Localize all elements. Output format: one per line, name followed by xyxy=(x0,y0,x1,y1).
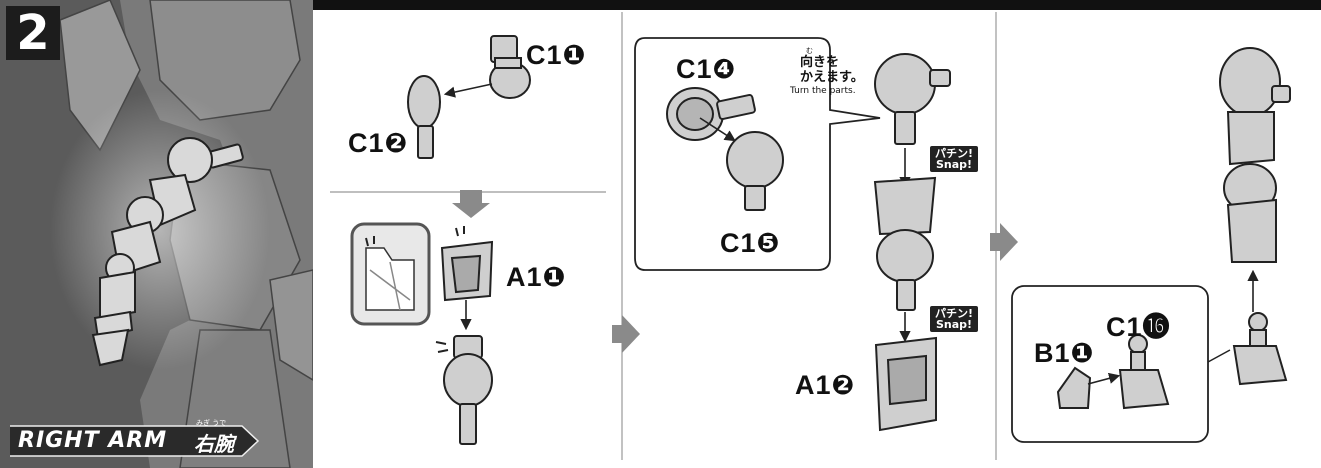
part-label-a1-1: A1❶ xyxy=(506,262,567,292)
flow-arrow-right-1 xyxy=(612,315,640,353)
turn-parts-en: Turn the parts. xyxy=(790,86,856,96)
turn-parts-ruby: む xyxy=(806,47,813,55)
part-label-a1-2: A1❷ xyxy=(795,370,856,400)
assembled-upper-arm-drawing xyxy=(443,335,493,445)
hand-inset-box xyxy=(1011,285,1209,443)
snap-badge-2-jp: パチン! xyxy=(935,307,974,320)
callout-bubble xyxy=(634,37,881,271)
top-border xyxy=(313,0,1321,10)
part-label-c1-4: C1❹ xyxy=(676,54,737,84)
part-c1-1-drawing xyxy=(489,35,531,99)
snap-badge-2: パチン! Snap! xyxy=(930,306,979,332)
rotated-arm-top-drawing xyxy=(874,53,951,145)
snap-badge-1: パチン! Snap! xyxy=(930,146,979,172)
flow-arrows xyxy=(452,190,1018,353)
motion-ticks xyxy=(365,226,465,353)
step-number-badge: 2 xyxy=(6,6,60,60)
snap-badge-1-jp: パチン! xyxy=(935,147,974,160)
detail-inset-drawing xyxy=(365,247,415,311)
part-label-c1-2: C1❷ xyxy=(348,128,409,158)
section-title-jp-ruby: みぎ うで xyxy=(196,419,227,427)
part-b1-1-drawing xyxy=(1056,366,1092,409)
snap-badge-1-en: Snap! xyxy=(935,158,973,171)
turn-parts-jp-line2: かえます。 xyxy=(800,70,864,85)
turn-parts-jp-line1: 向きを xyxy=(800,55,840,70)
flow-arrow-down xyxy=(452,190,490,218)
section-title-jp: 右腕 xyxy=(194,432,234,456)
snap-badge-2-en: Snap! xyxy=(935,318,973,331)
part-c1-16-drawing xyxy=(1118,334,1170,410)
part-c1-2-drawing xyxy=(407,75,441,159)
part-c1-4-drawing xyxy=(666,87,756,141)
final-arm-drawing xyxy=(1219,47,1291,263)
section-title-en: RIGHT ARM xyxy=(18,428,168,453)
part-a1-1-drawing xyxy=(440,240,494,302)
flow-arrow-right-2 xyxy=(990,223,1018,261)
part-a1-2-drawing xyxy=(874,336,937,432)
part-label-c1-5: C1❺ xyxy=(720,228,781,258)
part-label-c1-16: C1⓰ xyxy=(1106,312,1171,342)
turn-parts-note: む 向きを かえます。 Turn the parts. xyxy=(790,47,880,97)
banner-shape xyxy=(10,425,260,457)
section-banner: RIGHT ARM みぎ うで 右腕 xyxy=(10,419,260,458)
part-c1-5-drawing xyxy=(726,131,784,211)
part-label-b1-1: B1❶ xyxy=(1034,338,1095,368)
elbow-stack-drawing xyxy=(873,176,937,311)
hand-assembled-drawing xyxy=(1232,312,1288,386)
part-label-c1-1: C1❶ xyxy=(526,40,587,70)
illustration-panel: 2 RIGHT ARM みぎ うで 右腕 xyxy=(0,0,313,468)
